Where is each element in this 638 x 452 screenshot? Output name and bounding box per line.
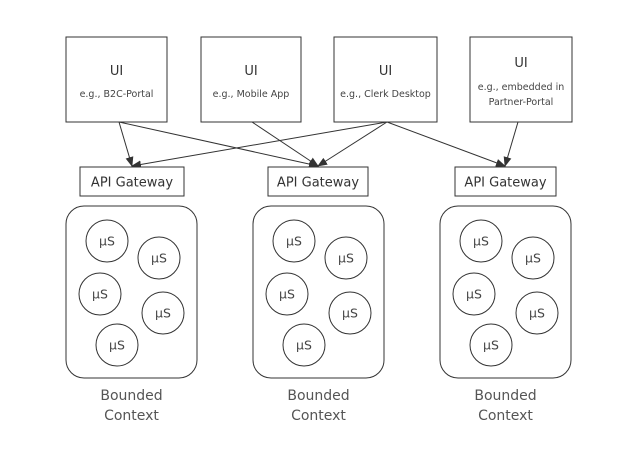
ui-client-title: UI <box>110 64 123 79</box>
microservice-node: µS <box>452 272 496 316</box>
ui-client-frame <box>469 36 573 123</box>
microservice-label: µS <box>279 287 295 302</box>
microservice-node: µS <box>515 291 559 335</box>
microservice-label: µS <box>525 251 541 266</box>
microservice-node: µS <box>469 323 513 367</box>
microservice-label: µS <box>109 338 125 353</box>
microservice-label: µS <box>473 234 489 249</box>
microservice-node: µS <box>459 219 503 263</box>
microservice-label: µS <box>151 251 167 266</box>
ui-to-gateway-arrow <box>131 121 388 169</box>
microservice-label: µS <box>466 287 482 302</box>
microservice-circle <box>511 236 555 280</box>
api-gateway-frame <box>454 166 557 197</box>
microservice-label: µS <box>342 306 358 321</box>
microservice-label: µS <box>286 234 302 249</box>
bounded-context-label: Bounded <box>287 388 349 404</box>
api-gateway-box: API Gateway <box>79 166 185 197</box>
microservice-label: µS <box>483 338 499 353</box>
ui-to-gateway-arrow <box>118 121 134 167</box>
bounded-context-label: Context <box>478 408 533 424</box>
ui-client-box: UI e.g., Clerk Desktop <box>333 36 438 123</box>
api-gateway-box: API Gateway <box>267 166 369 197</box>
microservice-node: µS <box>141 291 185 335</box>
microservice-circle <box>469 323 513 367</box>
microservice-node: µS <box>78 272 122 316</box>
ui-client-frame <box>200 36 302 123</box>
microservice-node: µS <box>324 236 368 280</box>
microservice-circle <box>272 219 316 263</box>
ui-client-title: UI <box>244 64 257 79</box>
ui-client-example: e.g., Mobile App <box>213 89 290 100</box>
ui-client-layer: UI e.g., B2C-Portal UI e.g., Mobile App UI e.… <box>65 36 573 123</box>
microservice-circle <box>452 272 496 316</box>
microservice-circle <box>95 323 139 367</box>
api-gateway-frame <box>267 166 369 197</box>
gateway-layer: API Gateway API Gateway API Gateway <box>79 166 557 197</box>
connection-layer <box>118 121 519 169</box>
ui-client-box: UI e.g., embedded in Partner-Portal <box>469 36 573 123</box>
ui-to-gateway-arrow <box>386 121 506 167</box>
microservice-node: µS <box>272 219 316 263</box>
ui-client-frame <box>333 36 438 123</box>
api-gateway-frame <box>79 166 185 197</box>
microservice-node: µS <box>328 291 372 335</box>
microservice-circle <box>328 291 372 335</box>
microservice-circle <box>78 272 122 316</box>
ui-client-example: e.g., B2C-Portal <box>80 89 154 100</box>
api-gateway-label: API Gateway <box>277 176 359 191</box>
bounded-context-label: Bounded <box>474 388 536 404</box>
ui-client-title: UI <box>514 56 527 71</box>
api-gateway-box: API Gateway <box>454 166 557 197</box>
microservice-label: µS <box>155 306 171 321</box>
microservice-node: µS <box>85 219 129 263</box>
microservice-circle <box>85 219 129 263</box>
microservice-node: µS <box>282 323 326 367</box>
microservice-label: µS <box>338 251 354 266</box>
microservice-circle <box>459 219 503 263</box>
api-gateway-label: API Gateway <box>464 176 546 191</box>
ui-client-box: UI e.g., Mobile App <box>200 36 302 123</box>
ui-client-example: Partner-Portal <box>489 97 554 108</box>
ui-to-gateway-arrow <box>118 121 319 168</box>
microservice-circle <box>515 291 559 335</box>
microservice-circle <box>141 291 185 335</box>
microservice-node: µS <box>137 236 181 280</box>
ui-to-gateway-arrow <box>503 121 519 167</box>
microservice-node: µS <box>511 236 555 280</box>
ui-to-gateway-arrow <box>317 121 388 167</box>
ui-client-example: e.g., embedded in <box>478 82 565 93</box>
bounded-context-label: Context <box>291 408 346 424</box>
ui-client-box: UI e.g., B2C-Portal <box>65 36 168 123</box>
microservice-label: µS <box>92 287 108 302</box>
microservice-label: µS <box>99 234 115 249</box>
microservice-label: µS <box>296 338 312 353</box>
ui-to-gateway-arrow <box>251 121 319 167</box>
microservice-node: µS <box>95 323 139 367</box>
microservice-circle <box>324 236 368 280</box>
microservice-circle <box>265 272 309 316</box>
microservice-label: µS <box>529 306 545 321</box>
bounded-context-label: Context <box>104 408 159 424</box>
microservice-node: µS <box>265 272 309 316</box>
microservice-circle <box>137 236 181 280</box>
ui-client-example: e.g., Clerk Desktop <box>340 89 431 100</box>
api-gateway-label: API Gateway <box>91 176 173 191</box>
microservice-circle <box>282 323 326 367</box>
ui-client-frame <box>65 36 168 123</box>
bounded-context-label: Bounded <box>100 388 162 404</box>
ui-client-title: UI <box>379 64 392 79</box>
